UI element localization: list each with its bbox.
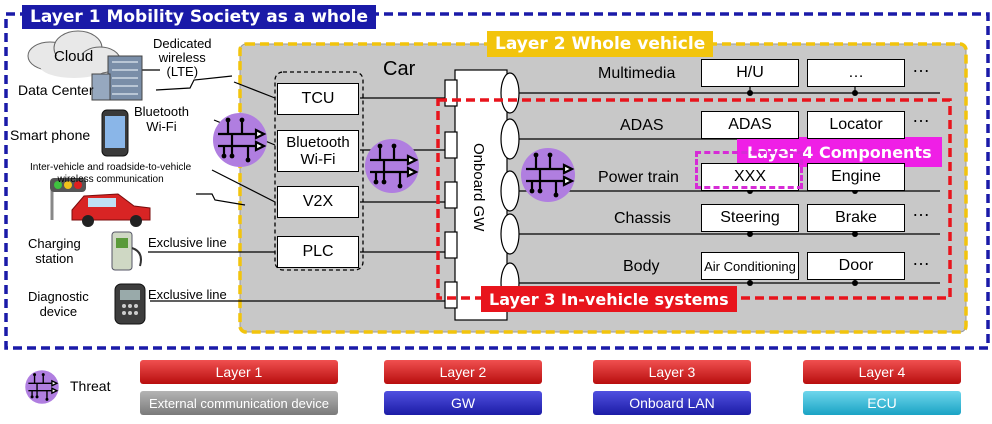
ecu-brake: Brake — [807, 204, 905, 232]
legend-bars — [140, 360, 961, 415]
ecu-ellipsis: … — [807, 59, 905, 87]
layer1-border — [4, 12, 990, 350]
ecu-steering: Steering — [701, 204, 799, 232]
more-marker: … — [912, 56, 930, 76]
legend-ecu: ECU — [867, 395, 897, 411]
legend-external-communication-device: External communication device — [149, 395, 329, 411]
threat-icon — [363, 137, 421, 195]
bluetooth-wifi-box: Bluetooth Wi-Fi — [277, 130, 359, 172]
v2x-box: V2X — [277, 186, 359, 218]
ecu-hu: H/U — [701, 59, 799, 87]
bluetooth-wifi-ext-label: Bluetooth Wi-Fi — [134, 104, 189, 134]
car-icon — [71, 193, 151, 227]
layer2-title: Layer 2 Whole vehicle — [487, 31, 714, 57]
more-marker: … — [912, 249, 930, 269]
threat-legend-label: Threat — [70, 378, 111, 394]
domain-chassis: Chassis — [614, 210, 671, 227]
diagnostic-device-icon — [114, 283, 146, 325]
cloud-label: Cloud — [54, 48, 94, 65]
cloud-icon — [27, 30, 121, 78]
building-icon — [91, 55, 143, 101]
domain-adas: ADAS — [620, 117, 664, 134]
layer1-title: Layer 1 Mobility Society as a whole — [22, 5, 377, 29]
exclusive-line-label: Exclusive line — [148, 235, 227, 250]
ecu-engine: Engine — [807, 163, 905, 191]
gateway-block — [454, 69, 508, 321]
smart-phone-label: Smart phone — [10, 127, 91, 143]
domain-body: Body — [623, 258, 660, 275]
v2x-description-label: Inter-vehicle and roadside-to-vehicle wi… — [30, 162, 192, 185]
threat-icon — [24, 369, 60, 405]
domain-power-train: Power train — [598, 169, 679, 186]
car-label: Car — [383, 58, 416, 80]
smartphone-icon — [101, 109, 129, 157]
legend-layer1: Layer 1 — [215, 364, 263, 380]
device-group-border — [274, 71, 364, 271]
dedicated-wireless-label: Dedicated wireless (LTE) — [153, 36, 212, 79]
exclusive-line-label: Exclusive line — [148, 287, 227, 302]
traffic-light-icon — [50, 178, 86, 220]
more-marker: … — [912, 106, 930, 126]
charging-station-label: Charging station — [28, 236, 81, 266]
data-center-label: Data Center — [18, 82, 94, 98]
charging-station-icon — [111, 231, 142, 271]
legend-gw: GW — [450, 395, 476, 411]
ecu-door: Door — [807, 252, 905, 280]
ecu-locator: Locator — [807, 111, 905, 139]
ecu-adas: ADAS — [701, 111, 799, 139]
diagnostic-device-label: Diagnostic device — [28, 289, 89, 319]
more-marker: … — [912, 200, 930, 220]
threat-icon — [211, 111, 269, 169]
tcu-box: TCU — [277, 83, 359, 115]
gateway-label: Onboard GW — [470, 143, 487, 232]
layer4-border — [695, 151, 803, 189]
plc-box: PLC — [277, 236, 359, 268]
layer3-title: Layer 3 In-vehicle systems — [481, 286, 737, 312]
legend-layer3: Layer 3 — [648, 364, 696, 380]
threat-icon — [519, 146, 577, 204]
legend-onboard-lan: Onboard LAN — [629, 395, 715, 411]
legend-layer4: Layer 4 — [858, 364, 906, 380]
legend-layer2: Layer 2 — [439, 364, 487, 380]
domain-multimedia: Multimedia — [598, 65, 676, 82]
ecu-air-conditioning: Air Conditioning — [701, 252, 799, 280]
